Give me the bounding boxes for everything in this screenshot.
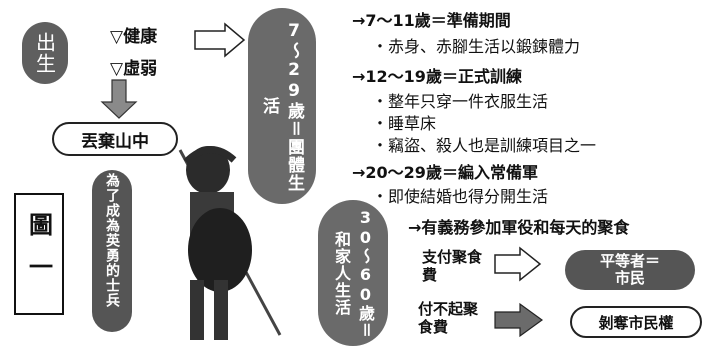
deprived-label: 剝奪市民權 [598,313,674,332]
citizen-label: 平等者＝市民 [599,252,660,287]
stage1-label: 7〜29歲＝團體生活 [259,20,304,192]
figure-label: 圖一 [24,212,53,296]
period-2: →12〜19歲＝正式訓練 [352,67,522,86]
abandon-node: 丟棄山中 [52,122,178,156]
period-3-item: ・即使結婚也得分開生活 [372,187,549,206]
down-arrow-icon [100,79,138,119]
figure-label-box: 圖一 [14,193,64,315]
outline-arrow-right-icon [494,246,542,282]
soldier-caption-node: 為了成為英勇的士兵 [92,170,132,332]
stage2-node: 30〜60歲＝和家人生活 [318,200,388,346]
soldier-caption: 為了成為英勇的士兵 [104,173,120,308]
branch-weak: ▽虛弱 [110,59,158,79]
period-2-item-2: ・睡草床 [372,114,437,133]
period-3: →20〜29歲＝編入常備軍 [352,163,538,182]
stage1-node: 7〜29歲＝團體生活 [248,8,316,204]
pay-label: 支付聚食費 [422,248,483,284]
citizen-node: 平等者＝市民 [565,250,695,290]
branch-healthy: ▽健康 [110,27,158,47]
outline-arrow-right-icon [194,22,246,58]
dark-arrow-right-icon [494,302,544,338]
cannot-pay-label: 付不起聚食費 [418,300,479,336]
period-1: →7〜11歲＝準備期間 [352,11,511,30]
period-1-item: ・赤身、赤腳生活以鍛鍊體力 [372,37,581,56]
deprived-node: 剝奪市民權 [570,306,702,338]
period-2-item-1: ・整年只穿一件衣服生活 [372,92,549,111]
stage2-label: 30〜60歲＝和家人生活 [332,207,375,339]
period-4: →有義務參加軍役和每天的聚食 [408,218,630,237]
abandon-label: 丟棄山中 [81,131,149,152]
birth-node: 出生 [22,22,68,84]
period-2-item-3: ・竊盜、殺人也是訓練項目之一 [372,136,597,155]
birth-label: 出生 [32,32,57,74]
soldier-illustration [183,146,252,340]
